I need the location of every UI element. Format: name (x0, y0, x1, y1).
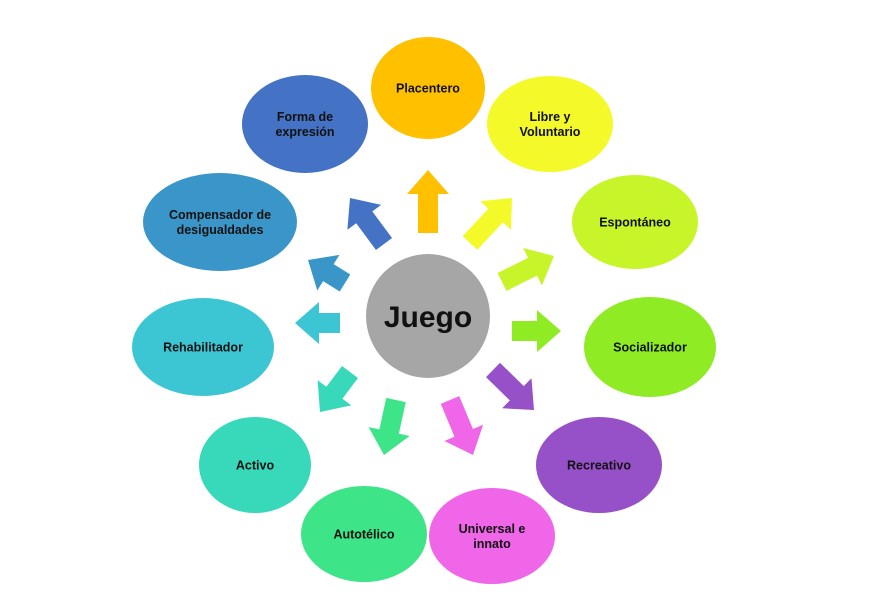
arrow-5 (486, 362, 535, 410)
node-label: expresión (275, 125, 334, 139)
node-label: Forma de (277, 110, 333, 124)
node-ellipse (301, 486, 427, 582)
node-autotelico: Autotélico (301, 486, 427, 582)
arrow-4 (512, 310, 561, 352)
node-ellipse (536, 417, 662, 513)
node-label: Placentero (396, 82, 460, 96)
node-label: Espontáneo (599, 216, 671, 230)
arrow-8 (317, 366, 359, 413)
node-ellipse (584, 297, 716, 397)
node-ellipse (132, 298, 274, 396)
center-label: Juego (384, 301, 472, 334)
node-ellipse (572, 175, 698, 269)
node-ellipse (199, 417, 311, 513)
node-label: Universal e (459, 522, 526, 536)
node-label: Socializador (613, 341, 687, 355)
node-placentero: Placentero (371, 37, 485, 139)
node-activo: Activo (199, 417, 311, 513)
arrow-7 (368, 397, 410, 456)
node-ellipse (429, 488, 555, 584)
node-ellipse (242, 75, 368, 173)
arrows-layer (295, 170, 561, 456)
arrow-2 (462, 197, 513, 250)
node-label: Rehabilitador (163, 341, 243, 355)
node-label: desigualdades (177, 223, 264, 237)
node-label: Libre y (530, 110, 571, 124)
arrow-10 (308, 254, 351, 292)
node-label: Voluntario (520, 125, 581, 139)
node-socializador: Socializador (584, 297, 716, 397)
node-label: innato (473, 537, 511, 551)
arrow-3 (497, 247, 554, 291)
node-recreativo: Recreativo (536, 417, 662, 513)
node-ellipse (487, 76, 613, 172)
arrow-11 (347, 197, 393, 250)
node-rehabilitador: Rehabilitador (132, 298, 274, 396)
arrow-1 (407, 170, 449, 233)
center-circle (366, 254, 490, 378)
node-label: Activo (236, 459, 275, 473)
node-ellipse (143, 173, 297, 271)
node-label: Compensador de (169, 208, 271, 222)
arrow-6 (440, 396, 484, 455)
node-ellipse (371, 37, 485, 139)
center-node: Juego (366, 254, 490, 378)
arrow-9 (295, 302, 340, 344)
node-label: Autotélico (333, 528, 394, 542)
node-espontaneo: Espontáneo (572, 175, 698, 269)
node-label: Recreativo (567, 459, 631, 473)
